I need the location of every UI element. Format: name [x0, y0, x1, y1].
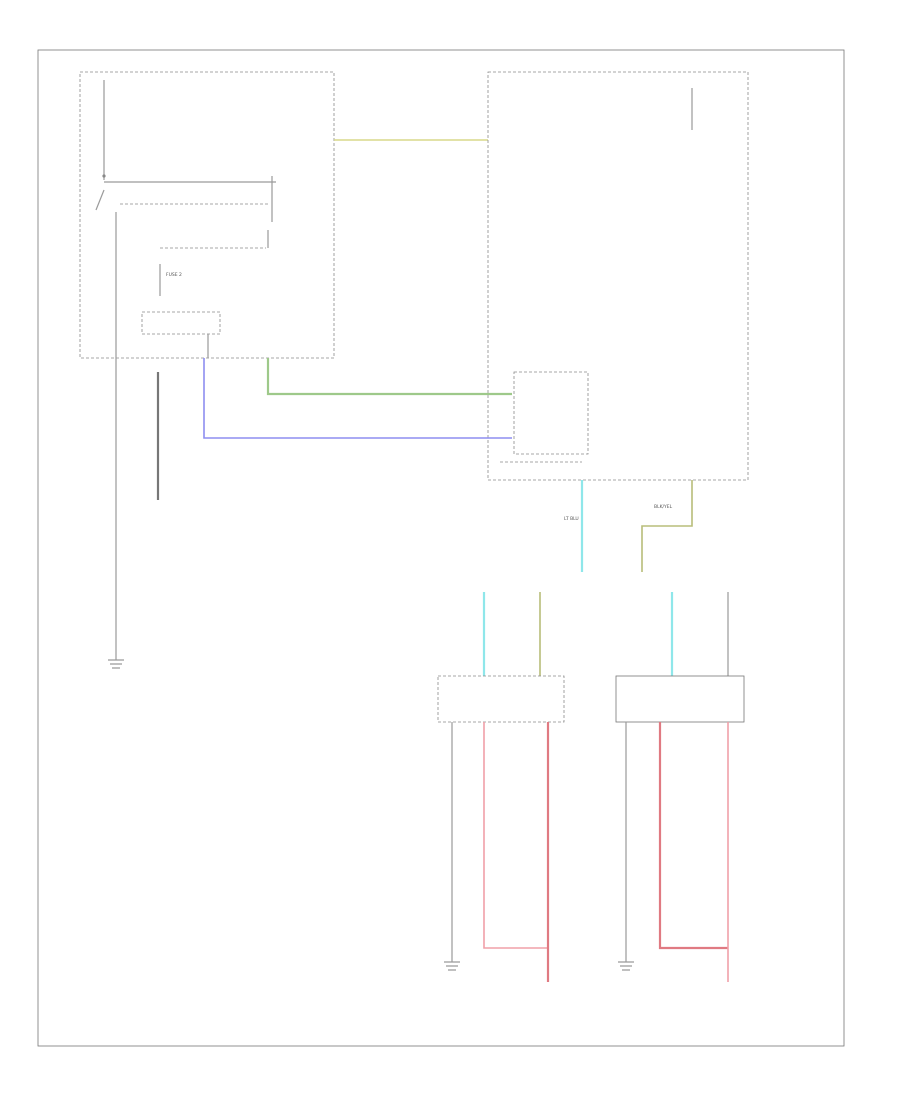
control-unit-box	[141, 311, 221, 335]
main-wire-label-a: LT BLU	[564, 516, 579, 522]
bl-ground-symbol	[444, 961, 460, 971]
bottom-right-unit	[615, 592, 745, 982]
feed-node	[102, 174, 106, 178]
bl-pink-wire	[483, 722, 548, 949]
main-wire-label-b: BLK/YEL	[654, 504, 673, 510]
diagram-frame	[37, 49, 845, 1047]
right-module-box	[487, 71, 749, 481]
blue-wire	[203, 358, 512, 439]
right-module	[487, 71, 749, 481]
bottom-left-unit	[437, 592, 565, 982]
left-module: FUSE 2	[79, 71, 335, 359]
right-inner-box	[513, 371, 589, 455]
br-unit-box	[615, 675, 745, 723]
left-module-box	[79, 71, 335, 359]
left-ground-symbol	[108, 659, 124, 669]
br-red-wire-left	[658, 722, 728, 950]
green-wire	[266, 358, 512, 396]
fuse2-label: FUSE 2	[166, 272, 182, 278]
olive-main-wire	[641, 480, 693, 572]
switch-arm	[95, 189, 105, 211]
br-ground-symbol	[618, 961, 634, 971]
bl-unit-box	[437, 675, 565, 723]
